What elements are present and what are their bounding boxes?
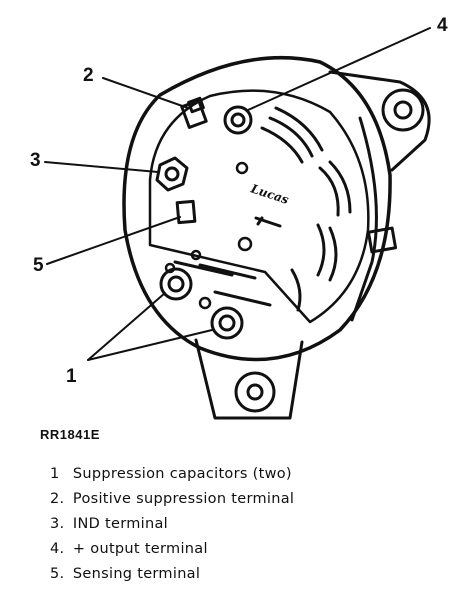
legend-item: 3. IND terminal [50, 512, 294, 537]
output-terminal [223, 105, 253, 135]
legend-item: 1 Suppression capacitors (two) [50, 462, 294, 487]
right-mounting-lug [328, 70, 431, 172]
callout-2: 2 [83, 65, 94, 86]
legend-list: 1 Suppression capacitors (two) 2. Positi… [50, 462, 294, 587]
positive-suppression-terminal [180, 96, 208, 129]
legend-number: 1 [50, 466, 60, 482]
legend-text: IND terminal [72, 516, 168, 532]
reference-code: RR1841E [40, 427, 100, 442]
legend-text: Sensing terminal [72, 566, 201, 582]
legend-number: 5. [50, 566, 65, 582]
callout-3: 3 [30, 150, 41, 171]
callout-5: 5 [33, 255, 44, 276]
ventilation-slots [173, 106, 352, 312]
legend-number: 3. [50, 516, 65, 532]
legend-number: 4. [50, 541, 65, 557]
callout-1: 1 [66, 366, 77, 387]
suppression-capacitor-left [159, 267, 193, 301]
housing-mark: Lucas [248, 181, 291, 207]
legend-text: Suppression capacitors (two) [72, 466, 292, 482]
leader-lines [44, 27, 431, 361]
callout-4: 4 [437, 15, 448, 36]
cover-screws [164, 161, 253, 274]
bottom-mounting-foot [194, 338, 304, 420]
alternator-diagram: Lucas [44, 27, 431, 420]
sensing-terminal [175, 199, 197, 225]
cover-mark [254, 216, 282, 228]
legend-item: 5. Sensing terminal [50, 562, 294, 587]
legend-text: + output terminal [72, 541, 208, 557]
ind-terminal [155, 156, 189, 192]
legend-item: 2. Positive suppression terminal [50, 487, 294, 512]
suppression-capacitor-right [210, 306, 244, 340]
legend-item: 4. + output terminal [50, 537, 294, 562]
legend-number: 2. [50, 491, 65, 507]
capacitor-screw [198, 296, 212, 310]
housing-outline [122, 56, 392, 362]
legend-text: Positive suppression terminal [72, 491, 295, 507]
